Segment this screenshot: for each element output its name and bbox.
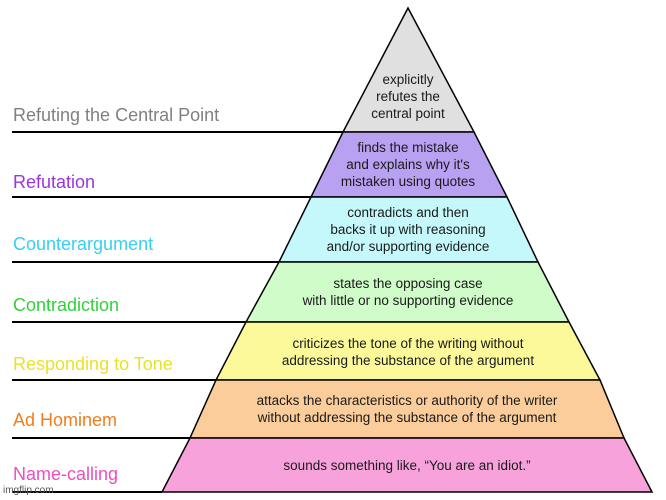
description-name-calling: sounds something like, “You are an idiot… bbox=[283, 458, 531, 473]
description-ad-hominem: attacks the characteristics or authority… bbox=[256, 393, 558, 425]
watermark: imgflip.com bbox=[3, 485, 54, 496]
level-label-refuting-central-point: Refuting the Central Point bbox=[13, 105, 220, 125]
level-label-responding-to-tone: Responding to Tone bbox=[13, 354, 173, 374]
description-refutation: finds the mistake and explains why it's … bbox=[340, 140, 476, 189]
description-refuting-central-point: explicitly refutes the central point bbox=[371, 72, 445, 121]
level-label-name-calling: Name-calling bbox=[13, 464, 119, 484]
description-counterargument: contradicts and then backs it up with re… bbox=[326, 205, 490, 254]
description-contradiction: states the opposing case with little or … bbox=[302, 276, 514, 308]
level-label-counterargument: Counterargument bbox=[13, 234, 154, 254]
level-label-refutation: Refutation bbox=[13, 172, 96, 192]
level-label-contradiction: Contradiction bbox=[13, 295, 120, 315]
tier-name-calling bbox=[160, 437, 654, 493]
level-label-ad-hominem: Ad Hominem bbox=[13, 410, 118, 430]
description-responding-to-tone: criticizes the tone of the writing witho… bbox=[281, 336, 535, 368]
